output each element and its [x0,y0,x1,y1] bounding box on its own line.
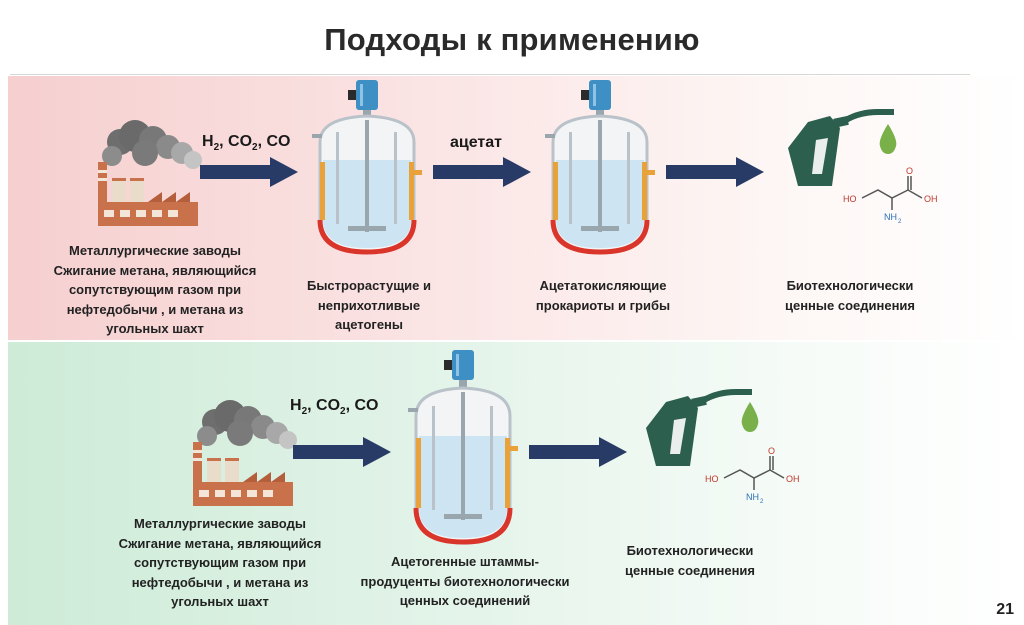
molecule-label: O [768,446,775,456]
reactor2-line: Ацетатокисляющие [539,278,667,293]
bioreactor-icon [545,80,655,255]
top-source-line: Сжигание метана, являющийся [53,262,257,278]
arrow-icon [293,437,391,467]
product-line: Биотехнологически [786,278,914,293]
intermediate-label: ацетат [450,134,502,151]
reactor-line: продуценты биотехнологически [360,573,570,589]
bottom-panel [8,342,1024,625]
molecule-label: OH [786,474,800,484]
bottom-source-line: Металлургические заводы [134,516,306,531]
molecule-label: NH [884,212,897,222]
bottom-source-label: Металлургические заводы Сжигание метана,… [95,514,345,612]
amino-acid-structure-icon: HO OH O NH 2 [843,166,938,225]
bottom-source-line: нефтедобычи , и метана из [131,574,309,590]
bottom-reactor-label: Ацетогенные штаммы- продуценты биотехнол… [360,552,570,611]
amino-acid-structure-icon: HO OH O NH 2 [705,446,800,505]
molecule-label: 2 [760,499,764,505]
top-gas-label: H2, CO2, CO [202,133,291,154]
arrow-icon [200,157,298,187]
arrow-icon [666,157,764,187]
molecule-label: O [906,166,913,176]
top-source-line: угольных шахт [106,321,204,336]
product-line: Биотехнологически [626,543,754,558]
droplet-icon [879,124,897,154]
reactor-line: Ацетогенные штаммы- [391,554,539,569]
bottom-source-line: Сжигание метана, являющийся [118,535,322,551]
bottom-product-label: Биотехнологически ценные соединения [605,541,775,580]
bottom-source-line: угольных шахт [171,594,269,609]
top-reactor1-label: Быстрорастущие и неприхотливые ацетогены [284,276,454,335]
top-reactor2-label: Ацетатокисляющие прокариоты и грибы [508,276,698,315]
molecule-label: OH [924,194,938,204]
factory-icon [193,400,297,506]
factory-icon [98,120,202,226]
top-source-label: Металлургические заводы Сжигание метана,… [30,241,280,339]
reactor-line: ценных соединений [399,593,531,608]
bioreactor-icon [312,80,422,255]
molecule-label: HO [843,194,857,204]
title-divider [10,74,970,75]
reactor1-line: неприхотливые [317,297,421,313]
bottom-source-line: сопутствующим газом при [133,555,307,570]
arrow-icon [433,157,531,187]
droplet-icon [741,402,759,432]
molecule-label: HO [705,474,719,484]
top-source-line: нефтедобычи , и метана из [66,301,244,317]
reactor1-line: Быстрорастущие и [306,278,432,293]
top-source-line: сопутствующим газом при [68,282,242,297]
product-line: ценные соединения [784,297,916,313]
fuel-pump-icon [788,109,894,186]
slide-title: Подходы к применению [324,22,700,57]
bioreactor-icon [408,350,518,545]
top-product-label: Биотехнологически ценные соединения [765,276,935,315]
reactor1-line: ацетогены [334,317,403,332]
molecule-label: 2 [898,219,902,225]
bottom-gas-label: H2, CO2, CO [290,397,379,418]
page-number: 21 [996,601,1014,618]
fuel-pump-icon [646,389,752,466]
arrow-icon [529,437,627,467]
molecule-label: NH [746,492,759,502]
reactor2-line: прокариоты и грибы [535,297,671,313]
top-source-line: Металлургические заводы [69,243,241,258]
product-line: ценные соединения [624,562,756,578]
